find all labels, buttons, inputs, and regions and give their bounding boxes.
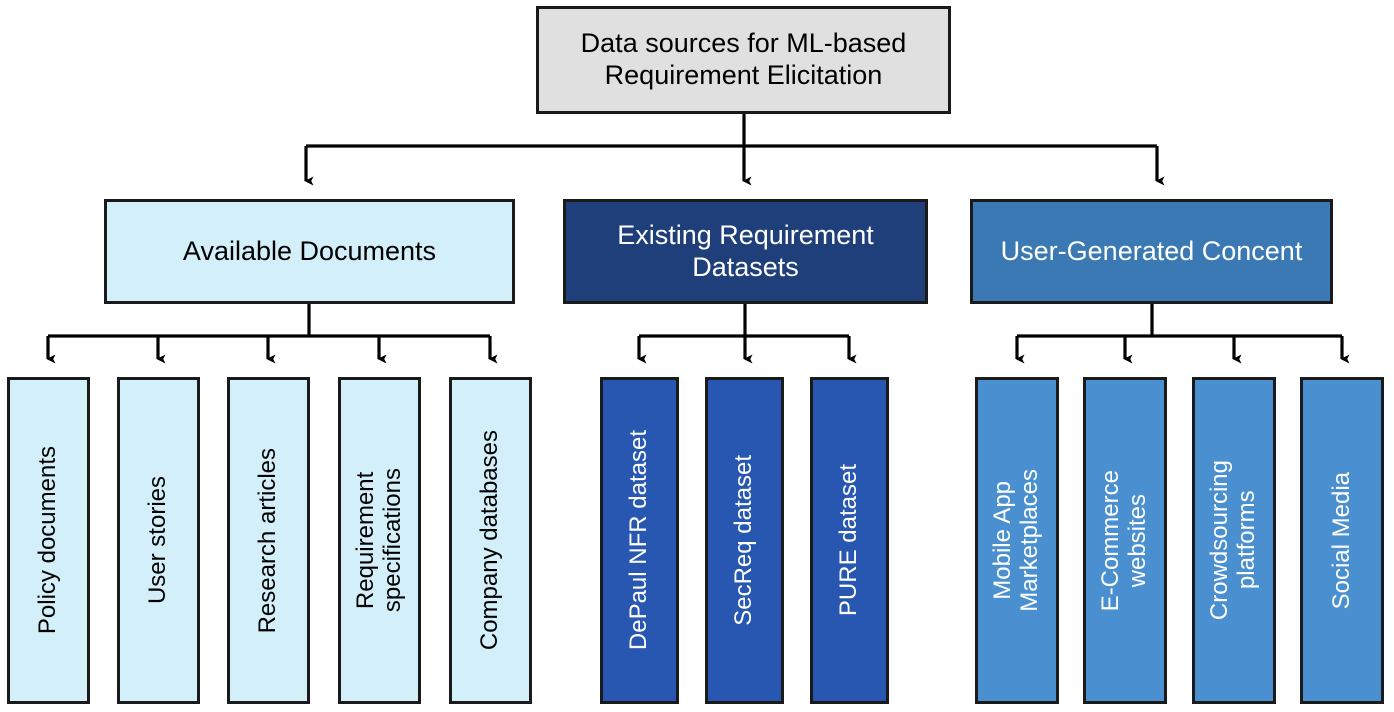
leaf-node-label: DePaul NFR dataset xyxy=(625,430,653,651)
leaf-node-pure-dataset[interactable]: PURE dataset xyxy=(810,377,889,704)
leaf-node-label: Policy documents xyxy=(34,446,62,635)
leaf-node-label: Research articles xyxy=(254,447,282,634)
leaf-node-label: E-Commerce websites xyxy=(1097,469,1151,612)
leaf-node-company-databases[interactable]: Company databases xyxy=(449,377,532,704)
leaf-node-depaul-nfr-dataset[interactable]: DePaul NFR dataset xyxy=(600,377,679,704)
root-node[interactable]: Data sources for ML-based Requirement El… xyxy=(536,6,951,114)
leaf-node-requirement-specifications[interactable]: Requirement specifications xyxy=(338,377,421,704)
leaf-node-label: Requirement specifications xyxy=(351,468,406,613)
branch-node-existing-requirement-datasets[interactable]: Existing Requirement Datasets xyxy=(563,199,928,304)
leaf-node-research-articles[interactable]: Research articles xyxy=(227,377,310,704)
leaf-node-label: Social Media xyxy=(1327,471,1355,610)
leaf-node-mobile-app-marketplaces[interactable]: Mobile App Marketplaces xyxy=(975,377,1059,704)
leaf-node-label: Mobile App Marketplaces xyxy=(989,469,1043,612)
leaf-node-label: Company databases xyxy=(476,430,504,651)
leaf-node-crowdsourcing-platforms[interactable]: Crowdsourcing platforms xyxy=(1192,377,1276,704)
leaf-node-social-media[interactable]: Social Media xyxy=(1300,377,1384,704)
leaf-node-label: User stories xyxy=(144,476,172,605)
leaf-node-label: Crowdsourcing platforms xyxy=(1206,460,1260,621)
root-node-label: Data sources for ML-based Requirement El… xyxy=(580,28,907,90)
leaf-node-secreq-dataset[interactable]: SecReq dataset xyxy=(705,377,784,704)
leaf-node-e-commerce-websites[interactable]: E-Commerce websites xyxy=(1083,377,1167,704)
leaf-node-user-stories[interactable]: User stories xyxy=(117,377,200,704)
leaf-node-label: PURE dataset xyxy=(835,464,863,617)
branch-node-available-documents[interactable]: Available Documents xyxy=(104,199,515,304)
branch-node-label: Existing Requirement Datasets xyxy=(617,219,874,282)
branch-node-label: User-Generated Concent xyxy=(1000,235,1303,266)
branch-node-user-generated-concent[interactable]: User-Generated Concent xyxy=(970,199,1333,304)
branch-node-label: Available Documents xyxy=(182,235,437,266)
leaf-node-policy-documents[interactable]: Policy documents xyxy=(7,377,90,704)
leaf-node-label: SecReq dataset xyxy=(730,455,758,626)
